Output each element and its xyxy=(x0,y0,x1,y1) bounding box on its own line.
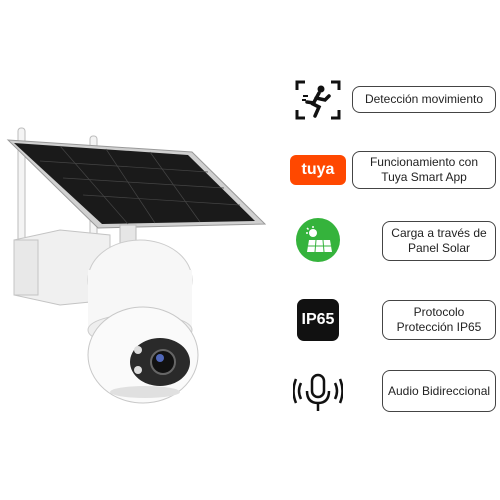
microphone-icon xyxy=(290,368,346,418)
solar-camera-illustration xyxy=(6,127,267,404)
feature-label: Audio Bidireccional xyxy=(382,370,496,412)
feature-ip65: IP65 Protocolo Protección IP65 xyxy=(290,295,500,345)
feature-label: Carga a través de Panel Solar xyxy=(382,221,496,261)
feature-label: Funcionamiento con Tuya Smart App xyxy=(352,151,496,189)
feature-motion-detection: Detección movimiento xyxy=(290,75,500,125)
product-image xyxy=(0,100,280,410)
solar-panel-icon xyxy=(290,215,346,265)
tuya-logo-text: tuya xyxy=(301,161,335,178)
ip65-badge-text: IP65 xyxy=(301,311,335,328)
feature-two-way-audio: Audio Bidireccional xyxy=(290,368,500,418)
ip65-badge: IP65 xyxy=(290,295,346,345)
feature-label: Protocolo Protección IP65 xyxy=(382,300,496,340)
motion-detection-icon xyxy=(290,75,346,125)
tuya-logo: tuya xyxy=(290,145,346,195)
feature-tuya-app: tuya Funcionamiento con Tuya Smart App xyxy=(290,145,500,195)
feature-solar-charging: Carga a través de Panel Solar xyxy=(290,215,500,265)
feature-label: Detección movimiento xyxy=(352,86,496,113)
